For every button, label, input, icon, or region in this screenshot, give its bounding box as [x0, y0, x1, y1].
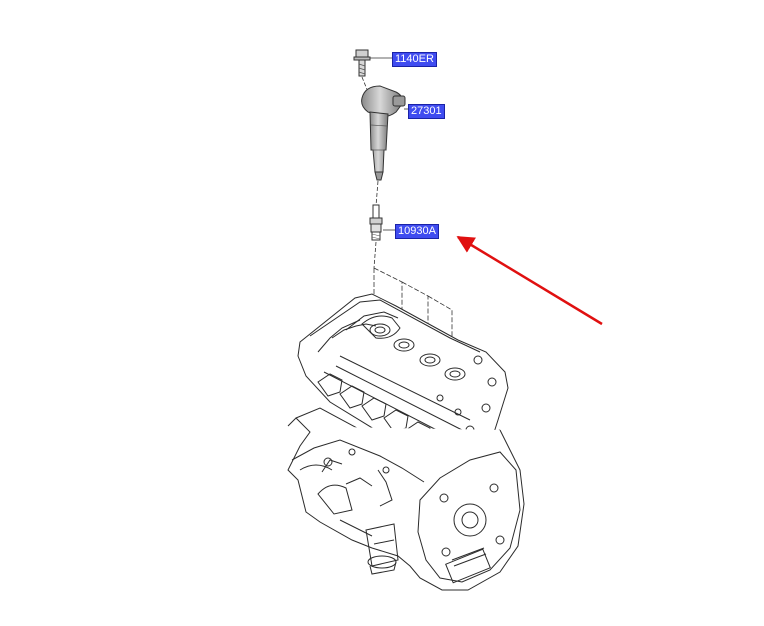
- ignition-coil-icon[interactable]: [361, 85, 406, 181]
- pointer-arrow: [456, 235, 603, 326]
- bolt-icon[interactable]: [353, 49, 371, 77]
- plug-axis-line: [373, 241, 377, 269]
- part-label-spark-plug[interactable]: 10930A: [395, 224, 439, 239]
- part-label-bolt[interactable]: 1140ER: [392, 52, 437, 67]
- spark-plug-icon[interactable]: [369, 204, 383, 241]
- engine-block-drawing: [287, 293, 525, 591]
- coil-axis-line: [375, 180, 379, 207]
- part-label-ignition-coil[interactable]: 27301: [408, 104, 445, 119]
